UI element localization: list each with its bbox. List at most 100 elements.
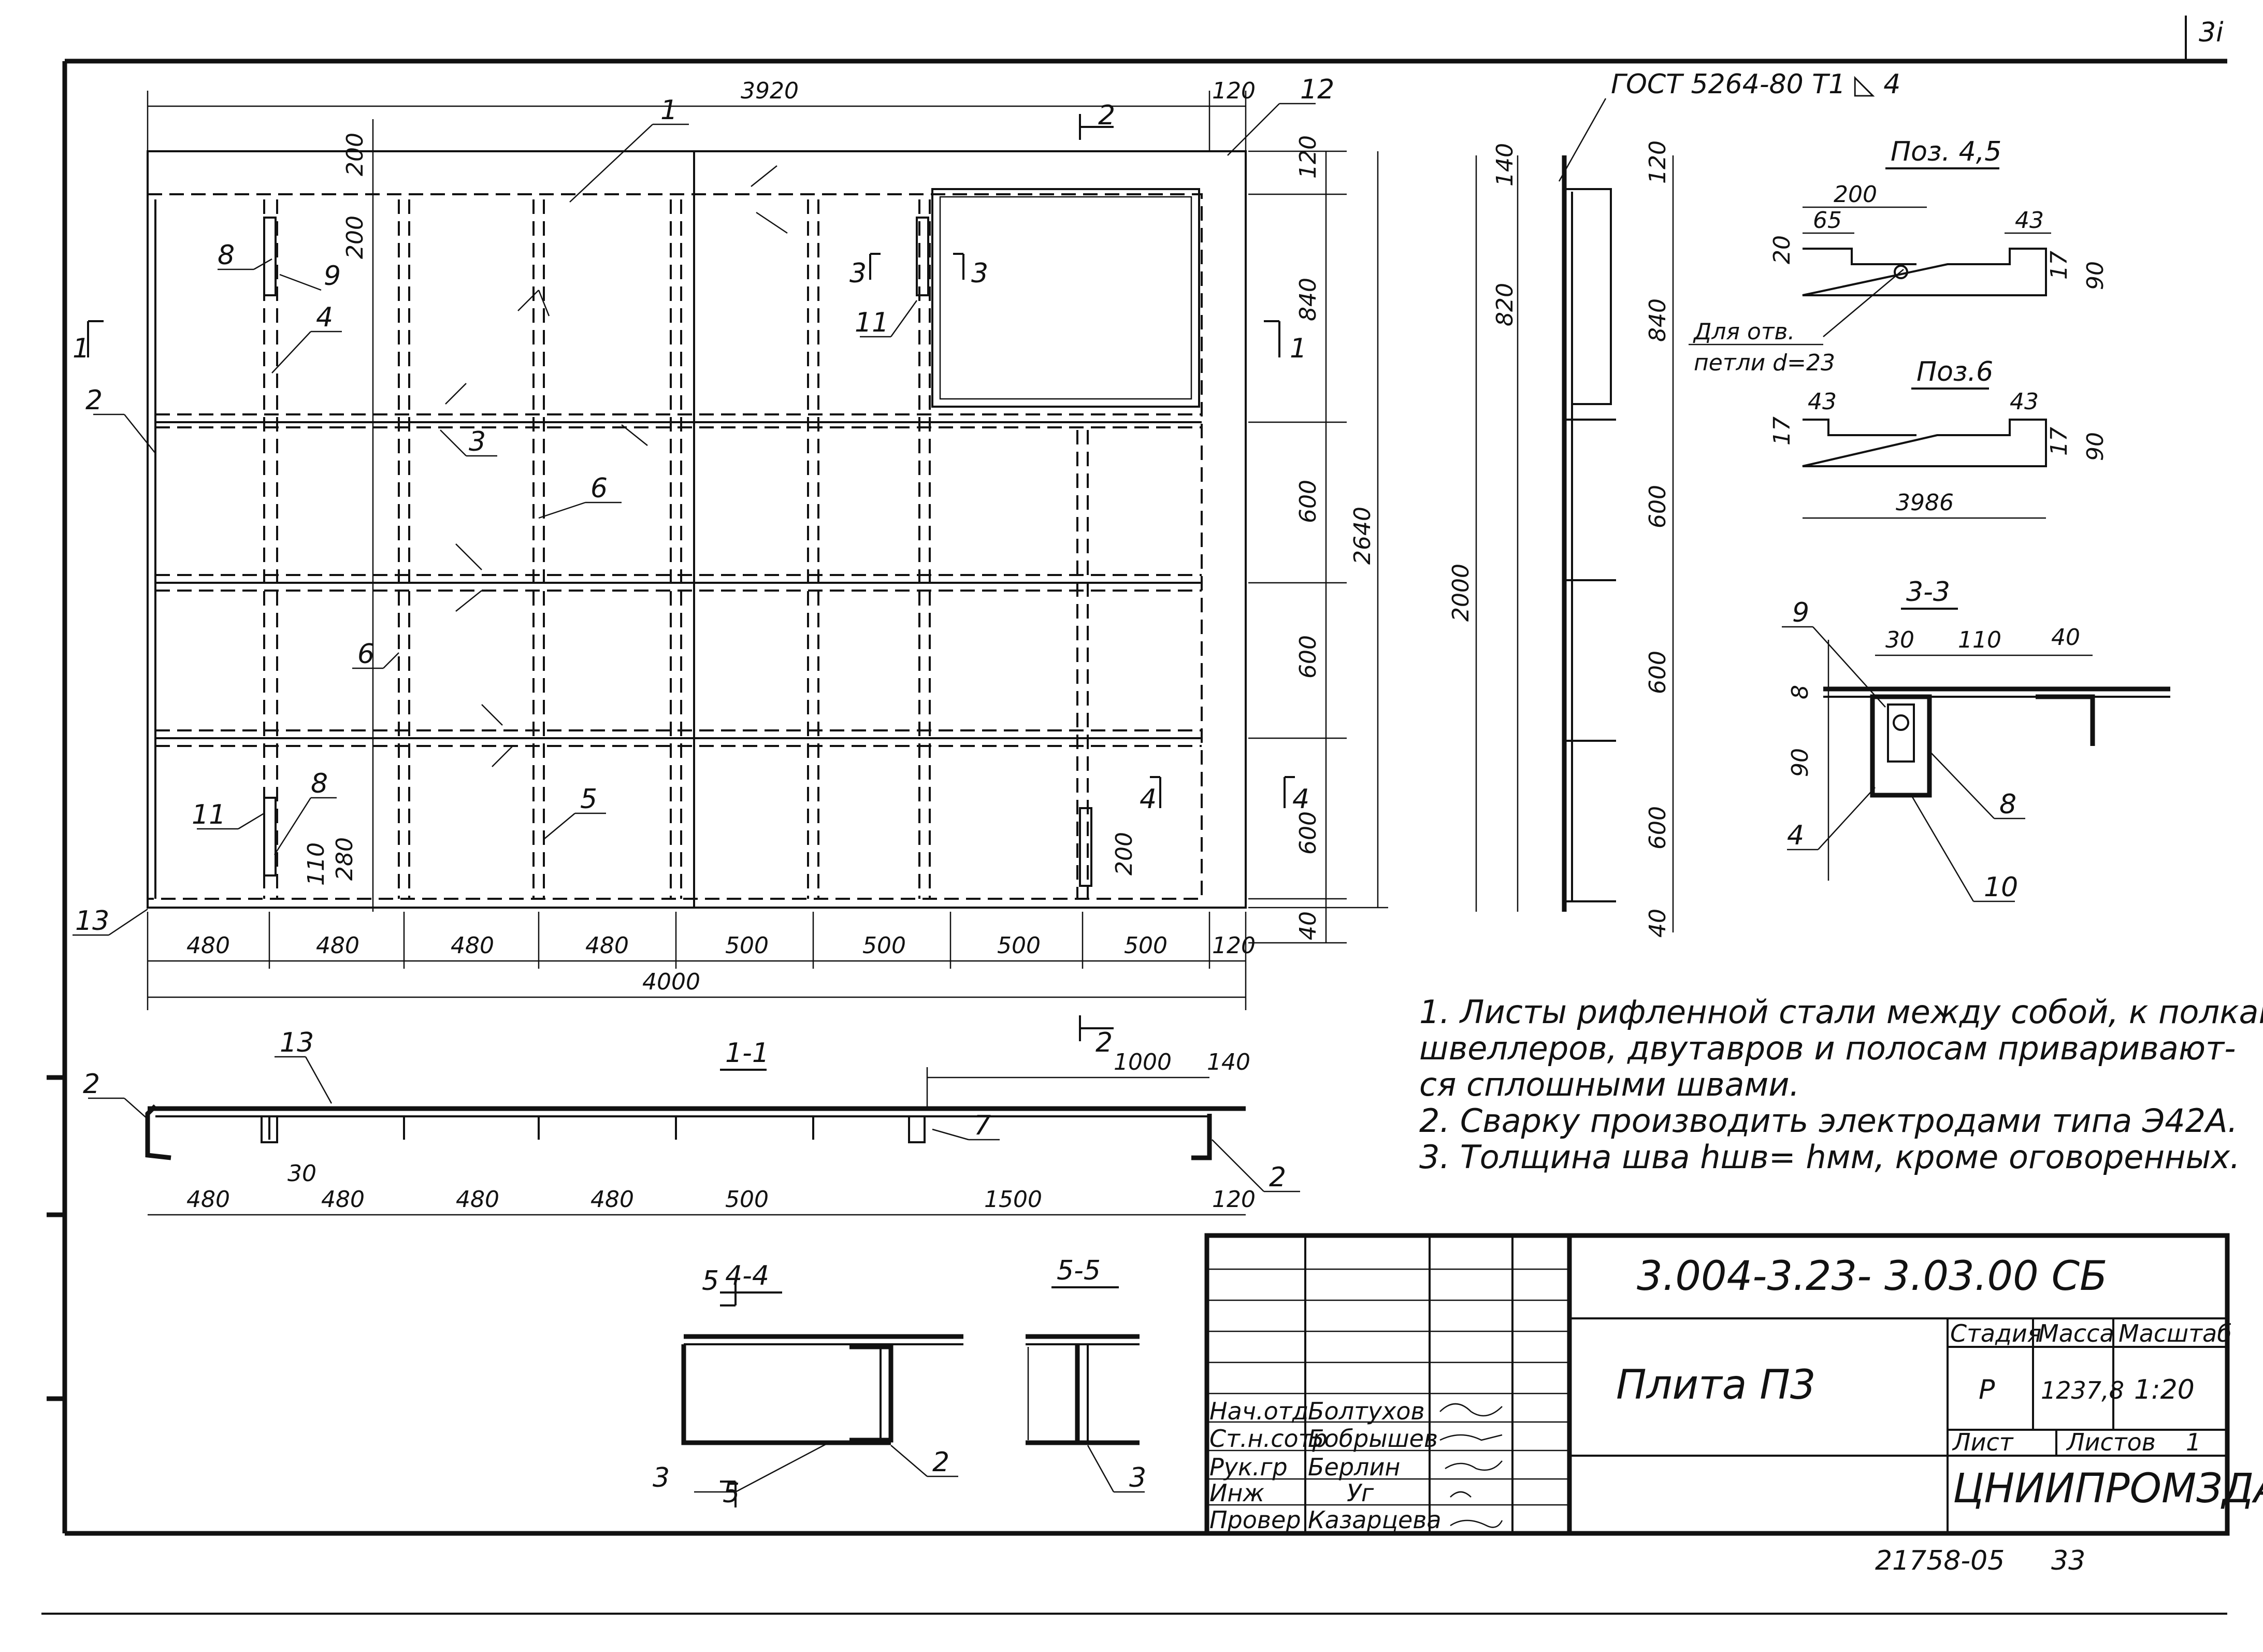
section-1-1: 1-1 1000 140 480 480 480 480 500 1500 12… — [83, 1027, 1300, 1216]
pos-6-dim-43-left: 43 — [1808, 389, 1837, 415]
plan-dim-bottom-2: 480 — [451, 932, 494, 959]
general-notes: 1. Листы рифленной стали между собой, к … — [1419, 993, 2263, 1176]
plan-section-mark-3-left: 3 — [849, 258, 867, 289]
title-block-role-0: Нач.отд — [1209, 1397, 1308, 1425]
plan-pos-6-b: 6 — [357, 639, 374, 670]
section-4-4: 4-4 3 2 5 5 — [653, 1260, 963, 1509]
section-1-1-dim-1: 480 — [321, 1186, 365, 1213]
plan-dim-inner-110: 110 — [303, 842, 329, 886]
note-line-2: швеллеров, двутавров и полосам приварива… — [1419, 1029, 2236, 1067]
section-4-4-pos-2: 2 — [932, 1447, 949, 1478]
section-2-2-dim-120: 120 — [1645, 140, 1671, 184]
pos-6-dim-17-left: 17 — [1769, 416, 1795, 446]
plan-pos-9: 9 — [324, 261, 341, 292]
section-3-3-dim-40: 40 — [2051, 624, 2080, 651]
plan-pos-8-top: 8 — [218, 240, 235, 271]
section-2-2-dim-40: 40 — [1645, 909, 1671, 938]
title-block-col-scale: Масштаб — [2118, 1319, 2232, 1347]
section-3-3-pos-10: 10 — [1984, 872, 2018, 903]
pos-4-5-title: Поз. 4,5 — [1891, 136, 2001, 167]
plan-pos-11-top: 11 — [855, 307, 889, 338]
note-line-3: ся сплошными швами. — [1419, 1066, 1799, 1103]
title-block-role-3: Инж — [1209, 1479, 1264, 1507]
title-block-person-0: Болтухов — [1308, 1397, 1425, 1425]
section-3-3-title: 3-3 — [1906, 577, 1950, 608]
section-4-4-mark-5-top: 5 — [702, 1266, 719, 1297]
title-block-person-3: Уг — [1347, 1479, 1374, 1507]
title-block-sheets-label: Листов — [2066, 1428, 2156, 1456]
section-2-2-dim-600-c: 600 — [1645, 806, 1671, 850]
pos-6-dim-43-right: 43 — [2010, 389, 2039, 415]
plan-dim-bottom-5: 500 — [862, 932, 906, 959]
plan-pos-3: 3 — [469, 426, 486, 457]
plan-dim-right-120: 120 — [1295, 135, 1321, 179]
sheet-frame: 3i — [41, 16, 2227, 1615]
title-block-name: Плита П3 — [1616, 1362, 1816, 1409]
section-1-1-dim-4: 500 — [725, 1186, 769, 1213]
plan-section-mark-2-bottom: 2 — [1096, 1027, 1113, 1058]
pos-6-dim-17-right: 17 — [2046, 427, 2072, 456]
plan-pos-6-a: 6 — [590, 473, 608, 504]
section-2-2-dim-600-a: 600 — [1645, 485, 1671, 528]
note-line-1: 1. Листы рифленной стали между собой, к … — [1419, 993, 2263, 1031]
title-block-scale: 1:20 — [2134, 1374, 2195, 1405]
pos-6-dim-90: 90 — [2082, 432, 2109, 461]
plan-pos-5: 5 — [580, 784, 597, 815]
plan-dim-right-600-b: 600 — [1295, 635, 1321, 679]
pos-4-5-note-line2: петли d=23 — [1694, 350, 1835, 376]
title-block-sheets-value: 1 — [2186, 1428, 2201, 1456]
section-1-1-dim-1000: 1000 — [1114, 1049, 1172, 1075]
pos-4-5-dim-17: 17 — [2046, 251, 2072, 280]
section-2-2-standard: ГОСТ 5264-80 Т1 ◺ 4 — [1611, 69, 1900, 100]
title-block-col-mass: Масса — [2038, 1319, 2114, 1347]
plan-section-mark-4-left: 4 — [1140, 784, 1157, 815]
plan-dim-bottom-8: 120 — [1212, 932, 1256, 959]
section-3-3-dim-8: 8 — [1787, 685, 1813, 699]
section-3-3-dim-30: 30 — [1885, 627, 1914, 653]
plan-dim-left-200-b: 200 — [342, 216, 368, 259]
pos-6-title: Поз.6 — [1916, 356, 1993, 387]
section-3-3: 3-3 30 110 40 8 90 9 8 4 10 — [1782, 577, 2170, 903]
title-block: Нач.отд Ст.н.сотр Рук.гр Инж Провер Болт… — [1204, 1233, 2263, 1536]
plan-pos-11-bottom: 11 — [192, 799, 226, 830]
title-block-role-2: Рук.гр — [1209, 1453, 1288, 1481]
plan-dim-bottom-7: 500 — [1124, 932, 1167, 959]
plan-section-mark-1-right: 1 — [1290, 333, 1307, 364]
pos-4-5-dim-200: 200 — [1834, 181, 1877, 208]
plan-pos-8-bottom: 8 — [311, 768, 328, 799]
plan-section-mark-4-right: 4 — [1292, 784, 1309, 815]
section-1-1-dim-2: 480 — [456, 1186, 499, 1213]
plan-pos-1: 1 — [660, 95, 678, 126]
title-block-mass: 1237,8 — [2041, 1376, 2124, 1404]
pos-6-dim-3986: 3986 — [1896, 490, 1954, 516]
section-2-2-dim-140: 140 — [1492, 143, 1518, 186]
plan-dim-right-600-a: 600 — [1295, 480, 1321, 523]
plan-dim-bottom-3: 480 — [585, 932, 629, 959]
section-4-4-pos-3: 3 — [653, 1462, 670, 1493]
pos-4-5-dim-65: 65 — [1813, 207, 1842, 234]
section-4-4-mark-5-bottom: 5 — [723, 1478, 740, 1509]
section-1-1-pos-13: 13 — [280, 1027, 314, 1058]
section-2-2-dim-600-b: 600 — [1645, 651, 1671, 694]
section-1-1-pos-2-right: 2 — [1269, 1162, 1286, 1193]
plan-dim-bottom-0: 480 — [186, 932, 230, 959]
detail-pos-4-5: Поз. 4,5 200 65 43 20 17 90 Для отв. пет… — [1689, 136, 2109, 376]
section-2-2: ГОСТ 5264-80 Т1 ◺ 4 140 820 2000 120 8 40… — [1448, 69, 1900, 938]
title-block-sheet-label: Лист — [1952, 1428, 2014, 1456]
plate-plan-view: 3920 120 200 200 120 840 600 600 600 40 … — [73, 74, 1388, 1058]
page-number: 33 — [2051, 1545, 2085, 1576]
section-3-3-dim-90: 90 — [1787, 748, 1813, 777]
title-block-person-4: Казарцева — [1308, 1506, 1442, 1534]
section-2-2-dim-2000: 2000 — [1448, 564, 1474, 622]
plan-pos-4: 4 — [316, 302, 333, 333]
section-4-4-title: 4-4 — [725, 1260, 769, 1291]
plan-dim-bottom-6: 500 — [997, 932, 1041, 959]
title-block-col-stage: Стадия — [1950, 1319, 2041, 1347]
signatures — [1439, 1403, 1503, 1528]
title-block-role-4: Провер — [1209, 1506, 1301, 1534]
section-5-5: 5-5 3 — [1026, 1255, 1146, 1493]
plan-section-mark-3-right: 3 — [971, 258, 988, 289]
section-2-2-dim-820: 820 — [1492, 283, 1518, 326]
section-1-1-pos-2-left: 2 — [83, 1069, 100, 1100]
section-1-1-dim-30: 30 — [287, 1160, 316, 1187]
